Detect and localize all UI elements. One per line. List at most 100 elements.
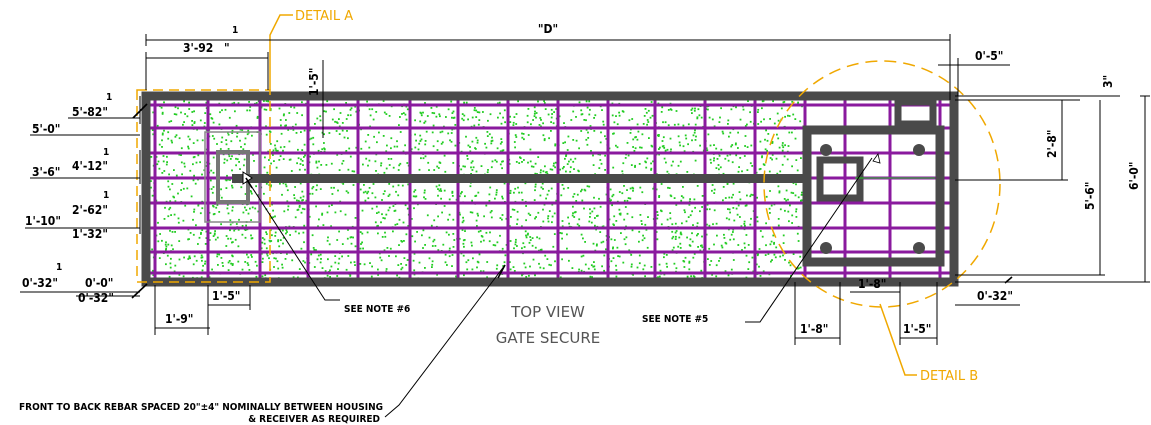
concrete-speckle xyxy=(785,199,788,202)
caption-gate-secure: GATE SECURE xyxy=(496,329,600,347)
concrete-speckle xyxy=(414,240,416,243)
concrete-speckle xyxy=(205,237,208,239)
concrete-speckle xyxy=(412,259,415,262)
concrete-speckle xyxy=(677,245,680,248)
concrete-speckle xyxy=(567,187,570,189)
concrete-speckle xyxy=(568,222,570,225)
concrete-speckle xyxy=(188,138,191,141)
concrete-speckle xyxy=(355,146,358,149)
concrete-speckle xyxy=(423,189,426,192)
concrete-speckle xyxy=(799,266,802,269)
concrete-speckle xyxy=(574,157,577,160)
concrete-speckle xyxy=(249,106,252,108)
concrete-speckle xyxy=(536,236,538,239)
concrete-speckle xyxy=(419,134,422,137)
concrete-speckle xyxy=(779,255,782,258)
concrete-speckle xyxy=(535,116,537,119)
concrete-speckle xyxy=(392,205,395,207)
concrete-speckle xyxy=(622,110,625,113)
concrete-speckle xyxy=(744,135,747,137)
concrete-speckle xyxy=(732,238,735,241)
concrete-speckle xyxy=(298,232,300,235)
concrete-speckle xyxy=(430,224,433,227)
concrete-speckle xyxy=(615,144,617,147)
concrete-speckle xyxy=(511,208,514,211)
concrete-speckle xyxy=(750,144,753,147)
concrete-speckle xyxy=(316,258,319,261)
concrete-speckle xyxy=(243,164,245,167)
concrete-speckle xyxy=(578,101,581,104)
concrete-speckle xyxy=(788,220,790,223)
concrete-speckle xyxy=(722,199,724,202)
concrete-speckle xyxy=(707,258,709,260)
concrete-speckle xyxy=(476,225,478,227)
concrete-speckle xyxy=(462,216,464,219)
concrete-speckle xyxy=(448,198,451,201)
concrete-speckle xyxy=(451,192,454,194)
concrete-speckle xyxy=(710,161,712,164)
concrete-speckle xyxy=(385,150,388,153)
concrete-speckle xyxy=(790,191,793,194)
concrete-speckle xyxy=(180,189,182,191)
concrete-speckle xyxy=(424,198,427,200)
concrete-speckle xyxy=(622,261,625,264)
concrete-speckle xyxy=(677,164,680,167)
concrete-speckle xyxy=(521,225,523,228)
concrete-speckle xyxy=(767,253,770,255)
concrete-speckle xyxy=(691,240,694,243)
concrete-speckle xyxy=(611,195,614,198)
concrete-speckle xyxy=(611,204,613,207)
concrete-speckle xyxy=(198,236,201,239)
concrete-speckle xyxy=(177,221,180,224)
concrete-speckle xyxy=(317,254,320,257)
concrete-speckle xyxy=(169,229,171,232)
concrete-speckle xyxy=(201,269,204,272)
concrete-speckle xyxy=(572,110,575,113)
concrete-speckle xyxy=(613,132,615,135)
concrete-speckle xyxy=(470,173,472,175)
concrete-speckle xyxy=(713,192,716,194)
concrete-speckle xyxy=(800,157,802,159)
concrete-speckle xyxy=(300,211,303,214)
concrete-speckle xyxy=(486,276,488,278)
concrete-speckle xyxy=(561,258,563,261)
concrete-speckle xyxy=(201,259,203,262)
concrete-speckle xyxy=(208,239,211,241)
concrete-speckle xyxy=(744,145,746,147)
concrete-speckle xyxy=(235,124,238,127)
concrete-speckle xyxy=(578,218,581,221)
concrete-speckle xyxy=(565,155,567,157)
concrete-speckle xyxy=(454,124,457,126)
concrete-speckle xyxy=(161,132,164,135)
concrete-speckle xyxy=(167,185,170,188)
concrete-speckle xyxy=(450,132,453,134)
concrete-speckle xyxy=(543,100,545,102)
concrete-speckle xyxy=(151,194,154,197)
concrete-speckle xyxy=(611,114,614,117)
concrete-speckle xyxy=(656,217,659,220)
concrete-speckle xyxy=(458,195,461,198)
concrete-speckle xyxy=(163,129,165,132)
concrete-speckle xyxy=(302,164,304,166)
concrete-speckle xyxy=(467,118,469,121)
concrete-speckle xyxy=(639,214,642,216)
concrete-speckle xyxy=(423,122,426,124)
concrete-speckle xyxy=(657,134,659,137)
concrete-speckle xyxy=(498,101,501,104)
concrete-speckle xyxy=(256,115,259,118)
concrete-speckle xyxy=(797,196,800,199)
concrete-speckle xyxy=(407,183,410,186)
concrete-speckle xyxy=(618,208,621,211)
concrete-speckle xyxy=(236,135,238,138)
concrete-speckle xyxy=(744,125,747,127)
dim-bottom-1-9: 1'-9" xyxy=(165,312,193,326)
concrete-speckle xyxy=(514,241,517,243)
concrete-speckle xyxy=(769,243,772,246)
concrete-speckle xyxy=(645,228,648,231)
concrete-speckle xyxy=(738,191,741,193)
concrete-speckle xyxy=(212,205,215,208)
concrete-speckle xyxy=(368,159,371,162)
concrete-speckle xyxy=(639,146,641,149)
concrete-speckle xyxy=(231,129,234,132)
concrete-speckle xyxy=(169,206,172,209)
